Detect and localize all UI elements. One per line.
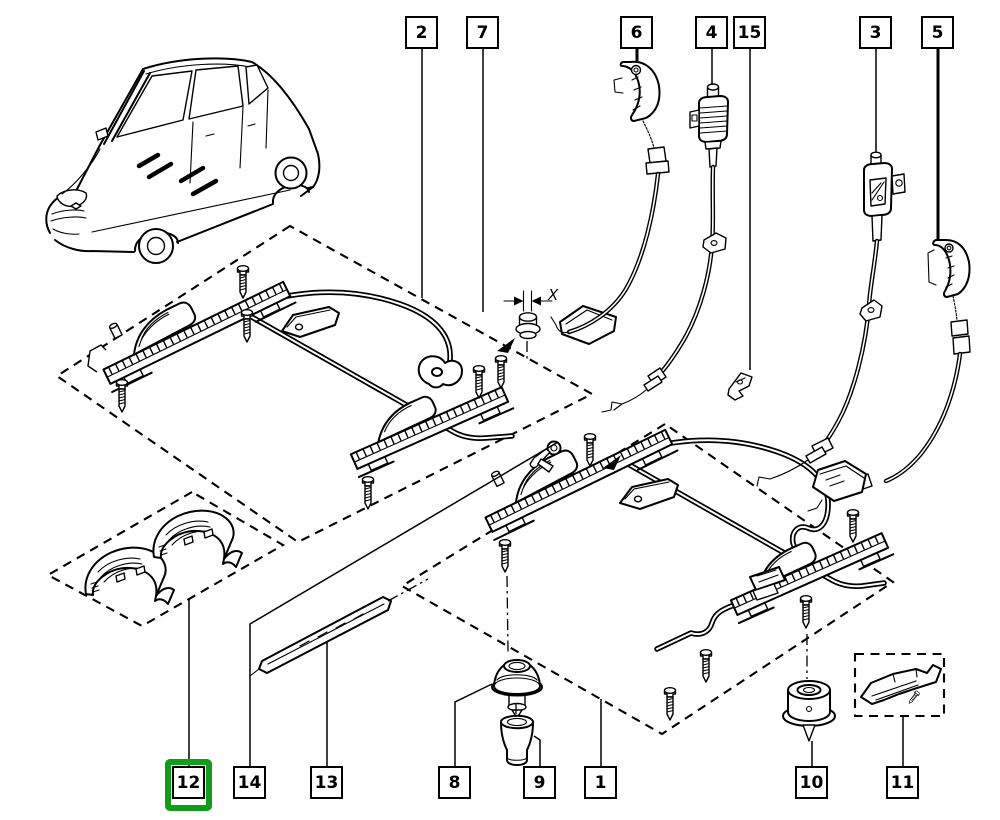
seat-slide-assembly-1 xyxy=(467,396,893,721)
callout-11[interactable]: 11 xyxy=(886,766,919,799)
seat-rail-markers-in-car xyxy=(136,152,219,197)
callout-3[interactable]: 3 xyxy=(859,16,892,49)
car-illustration xyxy=(45,57,321,264)
leader-14 xyxy=(249,441,559,790)
center-axes xyxy=(387,341,808,716)
callout-6[interactable]: 6 xyxy=(620,16,653,49)
group-box-trim-caps-12 xyxy=(45,490,286,628)
group-box-bracket-11 xyxy=(853,652,946,718)
clip-15 xyxy=(727,372,753,401)
renault-diamond-logo xyxy=(70,202,82,210)
dimension-x: X xyxy=(503,286,559,312)
slide-direction-arrow xyxy=(497,338,515,353)
callout-13[interactable]: 13 xyxy=(310,766,343,799)
group-box-assembly-2 xyxy=(55,224,595,544)
leader-8 xyxy=(454,683,493,790)
dome-cap-8 xyxy=(491,659,543,719)
callout-8[interactable]: 8 xyxy=(438,766,471,799)
cable-clip xyxy=(859,299,883,322)
dimension-x-label: X xyxy=(547,286,559,304)
callout-12[interactable]: 12 xyxy=(165,759,212,811)
latch-bracket-11 xyxy=(860,664,942,706)
cable-clip xyxy=(702,232,727,254)
cable-6 xyxy=(550,60,670,335)
callout-15[interactable]: 15 xyxy=(733,16,766,49)
callout-9[interactable]: 9 xyxy=(523,766,556,799)
nut-7 xyxy=(515,312,541,340)
seat-slide-assembly-2 xyxy=(85,248,617,510)
callout-4[interactable]: 4 xyxy=(695,16,728,49)
callout-14[interactable]: 14 xyxy=(233,766,266,799)
callout-1[interactable]: 1 xyxy=(584,766,617,799)
slide-direction-arrow xyxy=(603,455,621,470)
release-lever-14 xyxy=(529,440,562,473)
callout-2[interactable]: 2 xyxy=(405,16,438,49)
callout-5[interactable]: 5 xyxy=(921,16,954,49)
bushing-10 xyxy=(782,680,836,742)
leader-lines xyxy=(188,30,940,790)
torsion-bracket xyxy=(619,478,679,510)
bushing-9 xyxy=(500,714,534,766)
callout-7[interactable]: 7 xyxy=(466,16,499,49)
trim-strip-13 xyxy=(249,596,392,677)
adjuster-cable-3 xyxy=(756,151,906,487)
callout-10[interactable]: 10 xyxy=(795,766,828,799)
cable-5 xyxy=(807,239,971,512)
adjuster-cable-4 xyxy=(601,83,729,413)
